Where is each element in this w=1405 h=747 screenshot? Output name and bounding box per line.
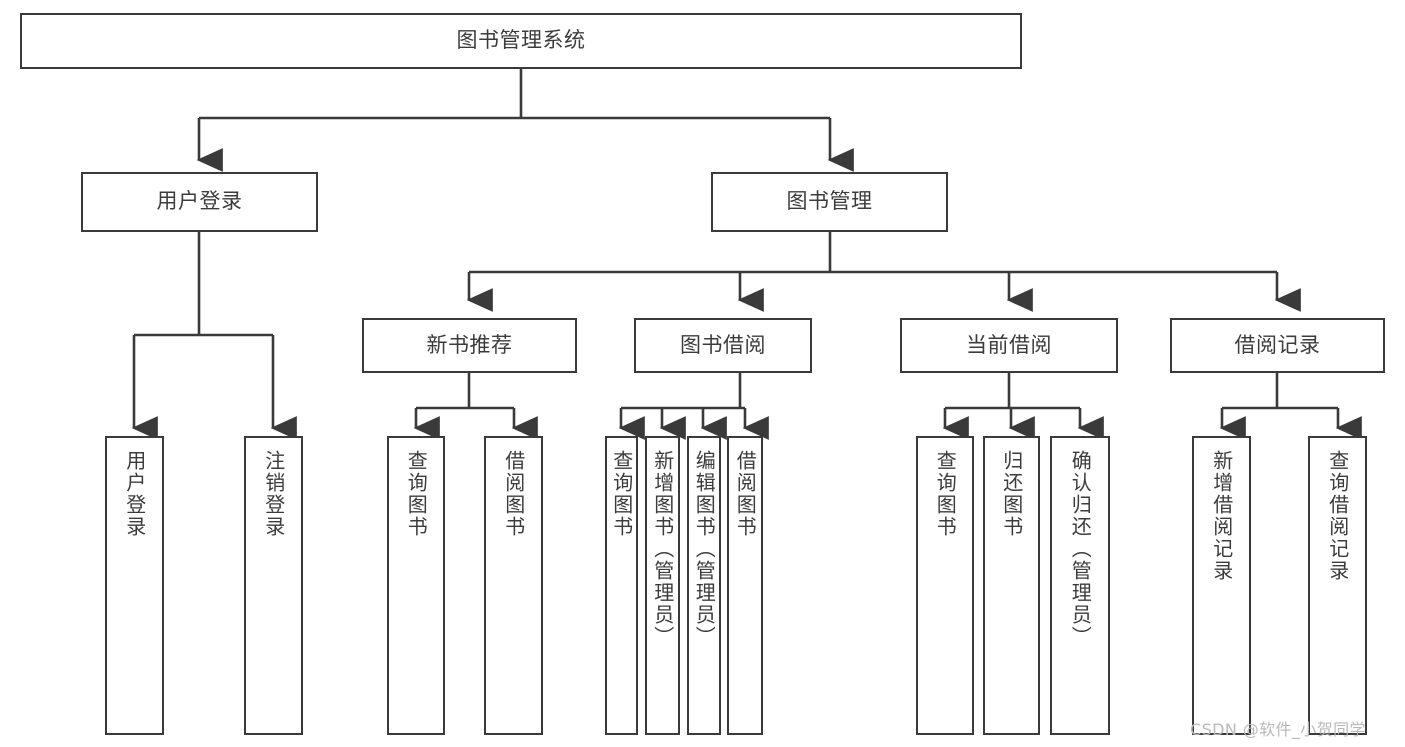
leaf-recommend-query-book-label: 查询图书 <box>404 450 429 538</box>
leaf-record-add[interactable]: 新增借阅记录 <box>1192 436 1251 735</box>
leaf-current-query-book-label: 查询图书 <box>933 450 958 538</box>
node-root[interactable]: 图书管理系统 <box>20 13 1022 69</box>
leaf-record-query-label: 查询借阅记录 <box>1325 450 1350 582</box>
leaf-recommend-query-book[interactable]: 查询图书 <box>387 436 445 735</box>
leaf-record-add-label: 新增借阅记录 <box>1209 450 1234 582</box>
leaf-user-login[interactable]: 用户登录 <box>105 436 164 735</box>
node-new-book-recommend[interactable]: 新书推荐 <box>362 318 577 373</box>
node-borrow-record-label: 借阅记录 <box>1234 332 1321 357</box>
node-user-login-label: 用户登录 <box>156 189 243 214</box>
leaf-borrow-query-book-label: 查询图书 <box>609 450 634 538</box>
leaf-borrow-edit-book[interactable]: 编辑图书（管理员） <box>687 436 721 735</box>
leaf-logout[interactable]: 注销登录 <box>244 436 303 735</box>
node-current-borrow[interactable]: 当前借阅 <box>900 318 1118 373</box>
node-book-management[interactable]: 图书管理 <box>711 172 948 232</box>
leaf-recommend-borrow-book[interactable]: 借阅图书 <box>484 436 543 735</box>
node-book-borrow[interactable]: 图书借阅 <box>634 318 812 373</box>
leaf-user-login-label: 用户登录 <box>122 450 147 538</box>
node-book-management-label: 图书管理 <box>786 189 873 214</box>
leaf-borrow-edit-book-label: 编辑图书（管理员） <box>692 450 717 648</box>
leaf-current-return-book[interactable]: 归还图书 <box>983 436 1040 735</box>
leaf-logout-label: 注销登录 <box>261 450 286 538</box>
leaf-current-confirm-return-label: 确认归还（管理员） <box>1068 450 1093 648</box>
leaf-recommend-borrow-book-label: 借阅图书 <box>501 450 526 538</box>
node-new-book-recommend-label: 新书推荐 <box>426 332 513 357</box>
leaf-current-return-book-label: 归还图书 <box>999 450 1024 538</box>
node-root-label: 图书管理系统 <box>456 28 586 53</box>
leaf-record-query[interactable]: 查询借阅记录 <box>1308 436 1367 735</box>
leaf-borrow-borrow-book-label: 借阅图书 <box>733 450 758 538</box>
leaf-current-confirm-return[interactable]: 确认归还（管理员） <box>1050 436 1110 735</box>
leaf-current-query-book[interactable]: 查询图书 <box>916 436 974 735</box>
leaf-borrow-add-book[interactable]: 新增图书（管理员） <box>645 436 680 735</box>
leaf-borrow-add-book-label: 新增图书（管理员） <box>650 450 675 648</box>
leaf-borrow-query-book[interactable]: 查询图书 <box>605 436 638 735</box>
node-current-borrow-label: 当前借阅 <box>966 332 1052 357</box>
watermark: CSDN @软件_小贺同学 <box>1190 720 1366 739</box>
leaf-borrow-borrow-book[interactable]: 借阅图书 <box>727 436 763 735</box>
node-borrow-record[interactable]: 借阅记录 <box>1170 318 1385 373</box>
node-user-login[interactable]: 用户登录 <box>81 172 318 232</box>
node-book-borrow-label: 图书借阅 <box>680 332 766 357</box>
